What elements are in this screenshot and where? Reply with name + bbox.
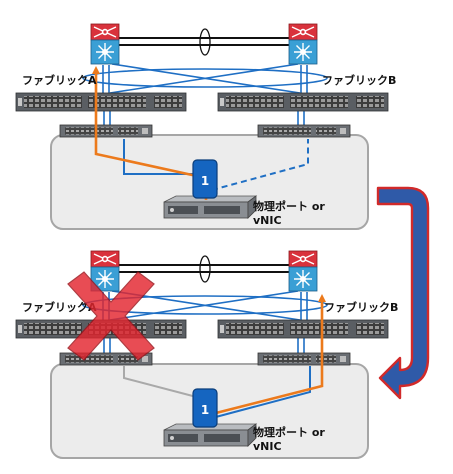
port-label-line1: 物理ポート or — [253, 199, 325, 213]
io-module-b-icon — [257, 124, 351, 138]
io-module-a-icon — [59, 124, 153, 138]
port-label-line2: vNIC — [253, 214, 282, 227]
fabric-interconnect-b-icon — [217, 92, 389, 112]
uplink-lines — [116, 28, 291, 56]
vnic-links — [123, 139, 309, 191]
fabric-links — [82, 63, 328, 94]
vnic-box — [192, 388, 218, 428]
upstream-switch-b-icon — [288, 250, 318, 292]
fabric-a-label: ファブリックA — [22, 300, 97, 314]
transition-arrow — [376, 186, 430, 400]
fi-iom-links — [103, 338, 305, 353]
fabric-b-label: ファブリックB — [324, 300, 398, 314]
fi-iom-links — [103, 111, 305, 125]
blade-server-icon — [163, 195, 257, 219]
top-diagram: 1 ファブリックA ファブリックB 物理ポート or vNIC — [15, 23, 396, 230]
upstream-switch-b-icon — [288, 23, 318, 65]
vnic-number: 1 — [201, 174, 209, 188]
failure-x-icon — [67, 271, 155, 361]
vnic-box — [192, 159, 218, 199]
bottom-diagram: 1 ファブリックA ファブリックB 物理ポート or vNIC — [15, 250, 398, 459]
fabric-interconnect-b-icon — [217, 319, 389, 339]
port-label-line1: 物理ポート or — [253, 425, 325, 439]
upstream-switch-a-icon — [90, 23, 120, 65]
vnic-number: 1 — [201, 403, 209, 417]
fabric-b-label: ファブリックB — [322, 73, 396, 87]
io-module-b-icon — [257, 352, 351, 366]
fabric-interconnect-a-icon — [15, 92, 187, 112]
port-label-line2: vNIC — [253, 440, 282, 453]
uplink-lines — [116, 255, 291, 283]
fabric-a-label: ファブリックA — [22, 73, 97, 87]
vnic-links — [123, 366, 311, 419]
